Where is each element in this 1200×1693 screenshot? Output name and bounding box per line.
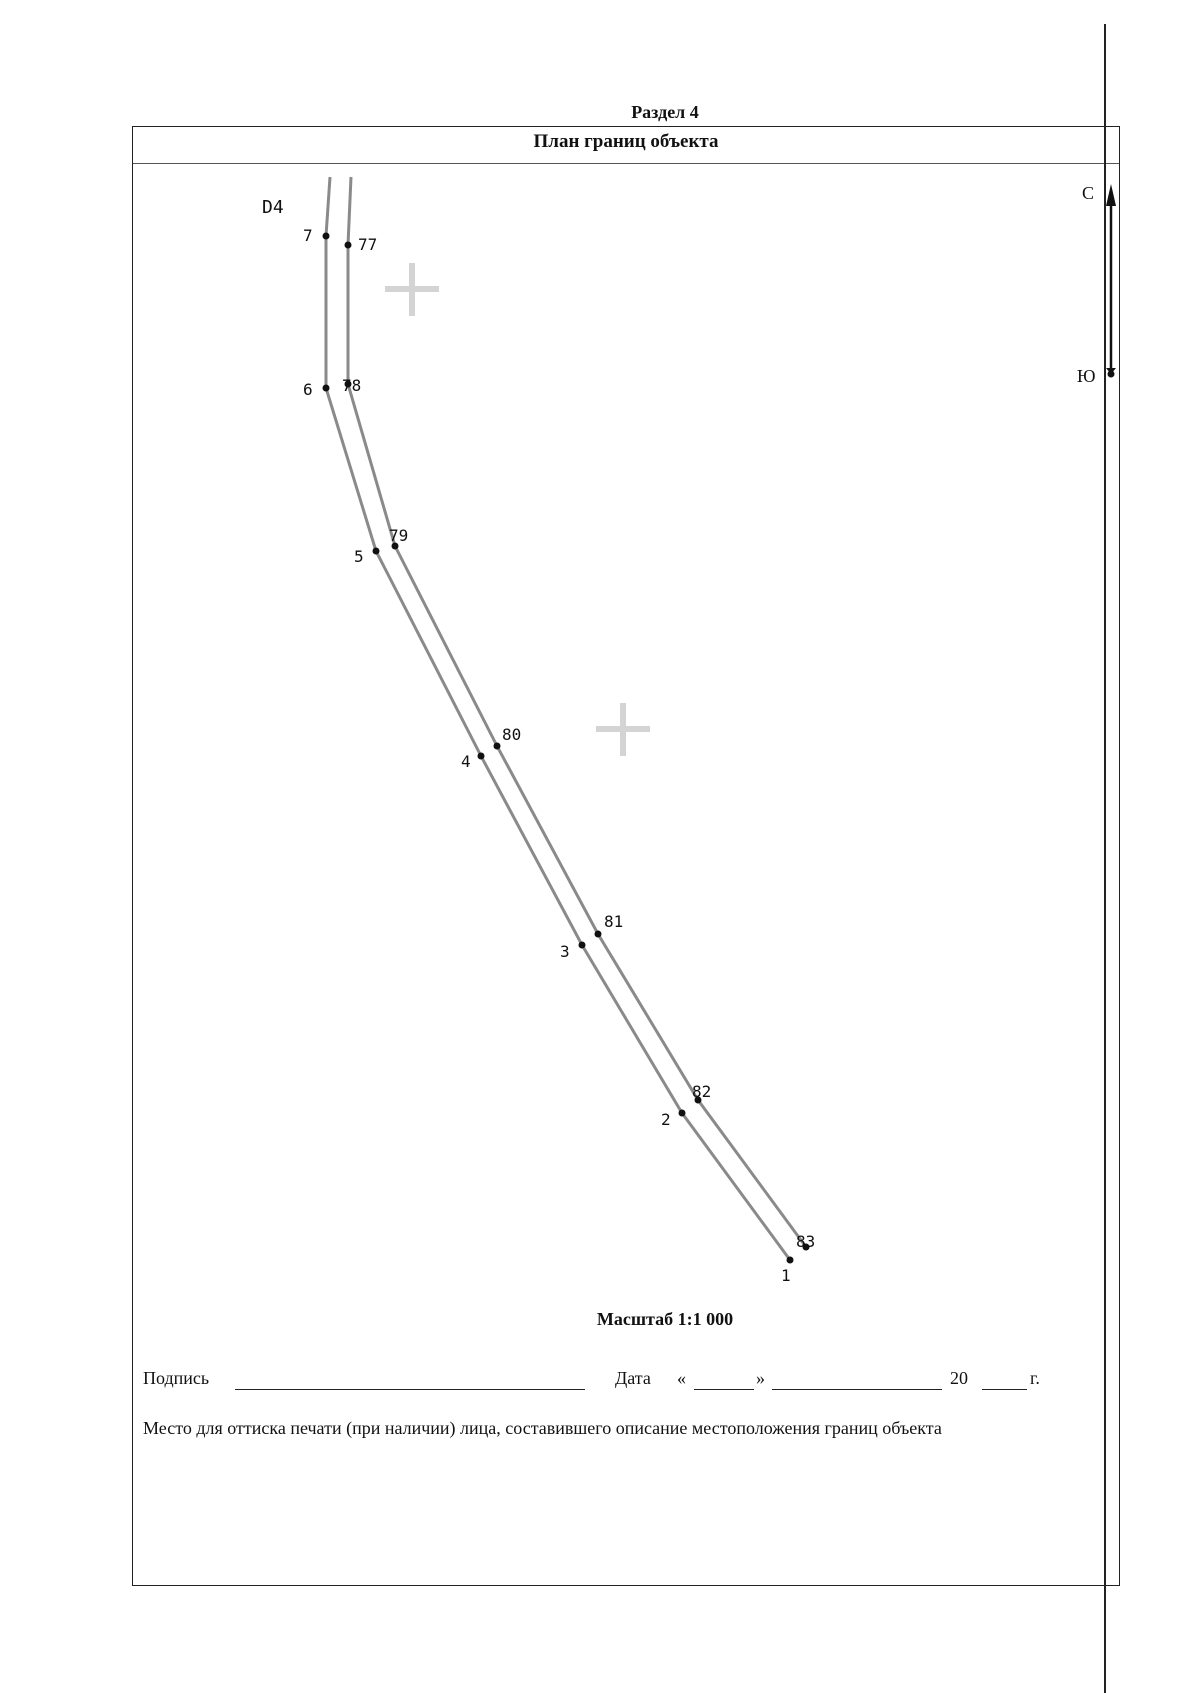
vertex-marker (477, 752, 485, 760)
date-day-field[interactable] (694, 1389, 754, 1390)
vertex-marker (594, 930, 602, 938)
date-label: Дата (615, 1368, 651, 1388)
margin-rule (1104, 24, 1106, 1693)
vertex-label: 3 (560, 942, 570, 961)
boundary-tail-right (346, 176, 353, 246)
vertex-label: 83 (796, 1232, 815, 1251)
vertex-label: 77 (358, 235, 377, 254)
vertex-marker (694, 1096, 702, 1104)
vertex-label: 6 (303, 380, 313, 399)
vertex-marker (578, 941, 586, 949)
boundary-line-left (324, 236, 792, 1261)
sheet-label: D4 (262, 197, 284, 218)
year-prefix: 20 (950, 1368, 968, 1388)
vertex-label: 78 (342, 376, 361, 395)
section-title: Раздел 4 (631, 102, 699, 122)
vertex-label: 5 (354, 547, 364, 566)
vertex-label: 1 (781, 1266, 791, 1285)
compass-north-label: С (1082, 183, 1094, 203)
vertex-marker (372, 547, 380, 555)
boundary-tail-left (324, 176, 332, 237)
vertex-label: 4 (461, 752, 471, 771)
vertex-label: 82 (692, 1082, 711, 1101)
north-arrow-icon (1106, 184, 1116, 378)
date-quote-close: » (756, 1368, 765, 1388)
boundary-line-right (346, 245, 808, 1248)
date-year-field[interactable] (982, 1389, 1027, 1390)
year-suffix: г. (1030, 1368, 1040, 1388)
vertex-marker (344, 380, 352, 388)
signature-field[interactable] (235, 1389, 585, 1390)
vertex-label: 79 (389, 526, 408, 545)
vertex-label: 81 (604, 912, 623, 931)
vertex-marker (322, 232, 330, 240)
vertex-marker (786, 1256, 794, 1264)
vertex-marker (391, 542, 399, 550)
vertex-label: 80 (502, 725, 521, 744)
vertex-label: 2 (661, 1110, 671, 1129)
vertex-marker (344, 241, 352, 249)
vertex-label: 7 (303, 226, 313, 245)
watermark-cross-icon (385, 263, 439, 316)
vertex-marker (802, 1243, 810, 1251)
stamp-note: Место для оттиска печати (при наличии) л… (143, 1418, 942, 1438)
plan-frame: План границ объекта (132, 126, 1120, 1586)
date-month-field[interactable] (772, 1389, 942, 1390)
vertex-marker (678, 1109, 686, 1117)
date-quote-open: « (677, 1368, 686, 1388)
compass-south-label: Ю (1077, 366, 1096, 386)
scale-label: Масштаб 1:1 000 (596, 1309, 734, 1329)
watermark-cross-icon (596, 703, 650, 756)
vertex-marker (493, 742, 501, 750)
plan-title: План границ объекта (133, 127, 1119, 164)
signature-label: Подпись (143, 1368, 210, 1388)
vertex-marker (322, 384, 330, 392)
